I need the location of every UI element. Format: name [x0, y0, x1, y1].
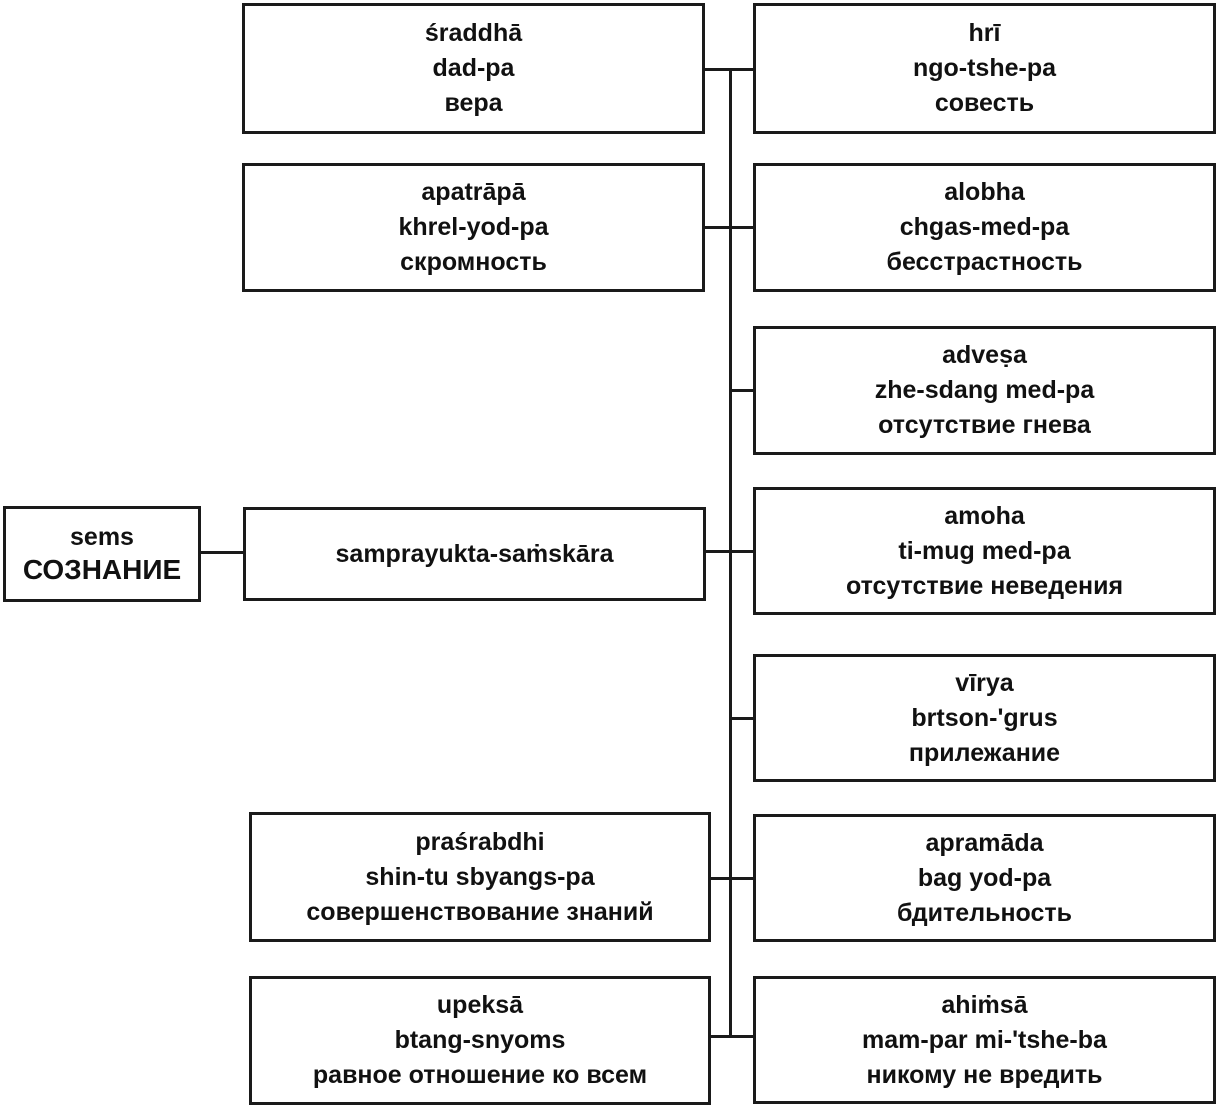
tibetan-term: bag yod-pa — [917, 863, 1052, 892]
left-item-node: praśrabdhi shin-tu sbyangs-pa совершенст… — [249, 812, 711, 942]
sanskrit-term: amoha — [944, 501, 1025, 530]
right-item-node: amoha ti-mug med-pa отсутствие неведения — [753, 487, 1216, 615]
connector-r4 — [730, 717, 755, 720]
right-item-node: hrī ngo-tshe-pa совесть — [753, 3, 1216, 134]
connector-r5 — [730, 877, 755, 880]
connector-r3 — [730, 550, 755, 553]
hub-node: samprayukta-saṁskāra — [243, 507, 706, 601]
hub-label: samprayukta-saṁskāra — [335, 539, 614, 568]
tibetan-term: ngo-tshe-pa — [912, 54, 1057, 82]
sanskrit-term: śraddhā — [424, 19, 523, 47]
right-item-node: vīrya brtson-'grus прилежание — [753, 654, 1216, 782]
connector-root-hub — [199, 551, 245, 554]
sanskrit-term: alobha — [944, 178, 1025, 206]
connector-r1 — [730, 226, 755, 229]
sanskrit-term: praśrabdhi — [415, 827, 545, 856]
russian-term: отсутствие неведения — [845, 571, 1124, 600]
connector-l0 — [703, 68, 730, 71]
russian-term: совершенствование знаний — [306, 897, 654, 926]
sanskrit-term: vīrya — [955, 668, 1014, 697]
connector-hub-trunk — [704, 550, 731, 553]
root-label-sems: sems — [70, 523, 134, 551]
russian-term: совесть — [934, 89, 1035, 117]
left-item-node: upeksā btang-snyoms равное отношение ко … — [249, 976, 711, 1105]
tibetan-term: brtson-'grus — [911, 703, 1058, 732]
tibetan-term: zhe-sdang med-pa — [874, 376, 1095, 404]
russian-term: вера — [444, 89, 503, 117]
tibetan-term: khrel-yod-pa — [398, 213, 549, 241]
sanskrit-term: apramāda — [925, 828, 1044, 857]
sanskrit-term: apatrāpā — [421, 178, 526, 206]
tibetan-term: ti-mug med-pa — [898, 536, 1071, 565]
russian-term: отсутствие гнева — [878, 411, 1091, 439]
connector-l2 — [710, 877, 730, 880]
tibetan-term: mam-par mi-'tshe-ba — [862, 1025, 1107, 1054]
tibetan-term: btang-snyoms — [394, 1026, 566, 1054]
right-item-node: alobha chgas-med-pa бесстрастность — [753, 163, 1216, 292]
connector-r6 — [730, 1035, 755, 1038]
russian-term: равное отношение ко всем — [312, 1061, 648, 1089]
connector-l3 — [710, 1035, 730, 1038]
sanskrit-term: hrī — [968, 19, 1001, 47]
left-item-node: śraddhā dad-pa вера — [242, 3, 705, 134]
russian-term: бесстрастность — [886, 248, 1083, 276]
russian-term: никому не вредить — [866, 1060, 1103, 1089]
russian-term: прилежание — [908, 738, 1061, 767]
tibetan-term: chgas-med-pa — [899, 213, 1070, 241]
root-label-consciousness: СОЗНАНИЕ — [22, 554, 182, 585]
right-item-node: adveṣa zhe-sdang med-pa отсутствие гнева — [753, 326, 1216, 455]
connector-l1 — [704, 226, 730, 229]
russian-term: скромность — [400, 248, 547, 276]
tibetan-term: dad-pa — [432, 54, 515, 82]
right-item-node: ahiṁsā mam-par mi-'tshe-ba никому не вре… — [753, 976, 1216, 1104]
russian-term: бдительность — [896, 898, 1072, 927]
connector-r0 — [730, 68, 755, 71]
left-item-node: apatrāpā khrel-yod-pa скромность — [242, 163, 705, 292]
sanskrit-term: adveṣa — [942, 341, 1027, 369]
sanskrit-term: upeksā — [436, 991, 524, 1019]
sanskrit-term: ahiṁsā — [941, 990, 1028, 1019]
connector-r2 — [730, 389, 755, 392]
right-item-node: apramāda bag yod-pa бдительность — [753, 814, 1216, 942]
root-node: sems СОЗНАНИЕ — [3, 506, 201, 602]
tibetan-term: shin-tu sbyangs-pa — [365, 862, 595, 891]
